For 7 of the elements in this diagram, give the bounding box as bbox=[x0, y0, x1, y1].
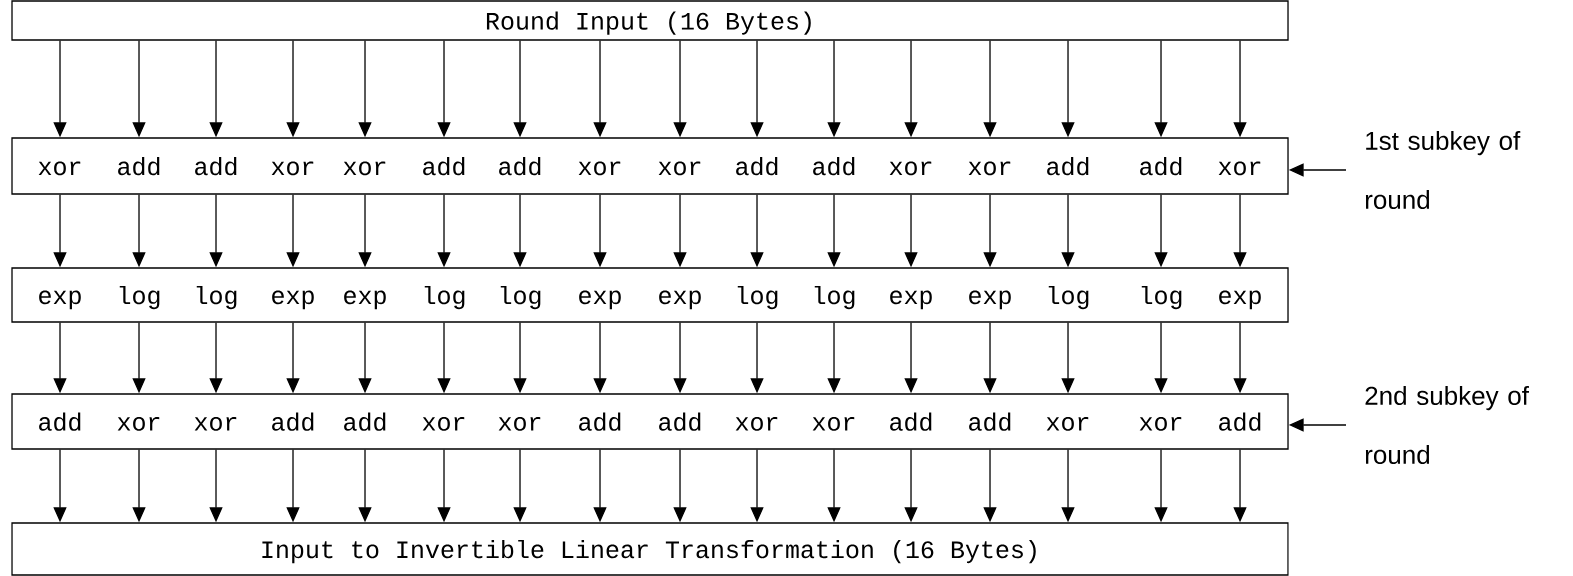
subkey-label: 1st subkey of round bbox=[1365, 130, 1521, 210]
operation-row-box: xor add add xor xor add add xor xor add add xor xor add add xor bbox=[11, 137, 1289, 195]
operation-row-box: add xor xor add add xor xor add add xor xor add add xor xor add bbox=[11, 393, 1289, 450]
operation-row-box: exp log log exp exp log log exp exp log log exp exp log log exp bbox=[11, 267, 1289, 323]
operation-row-box: Round Input (16 Bytes) bbox=[11, 0, 1289, 41]
operation-row-box: Input to Invertible Linear Transformation (16 Bytes) bbox=[11, 522, 1289, 576]
subkey-label: 2nd subkey of round bbox=[1365, 385, 1529, 465]
